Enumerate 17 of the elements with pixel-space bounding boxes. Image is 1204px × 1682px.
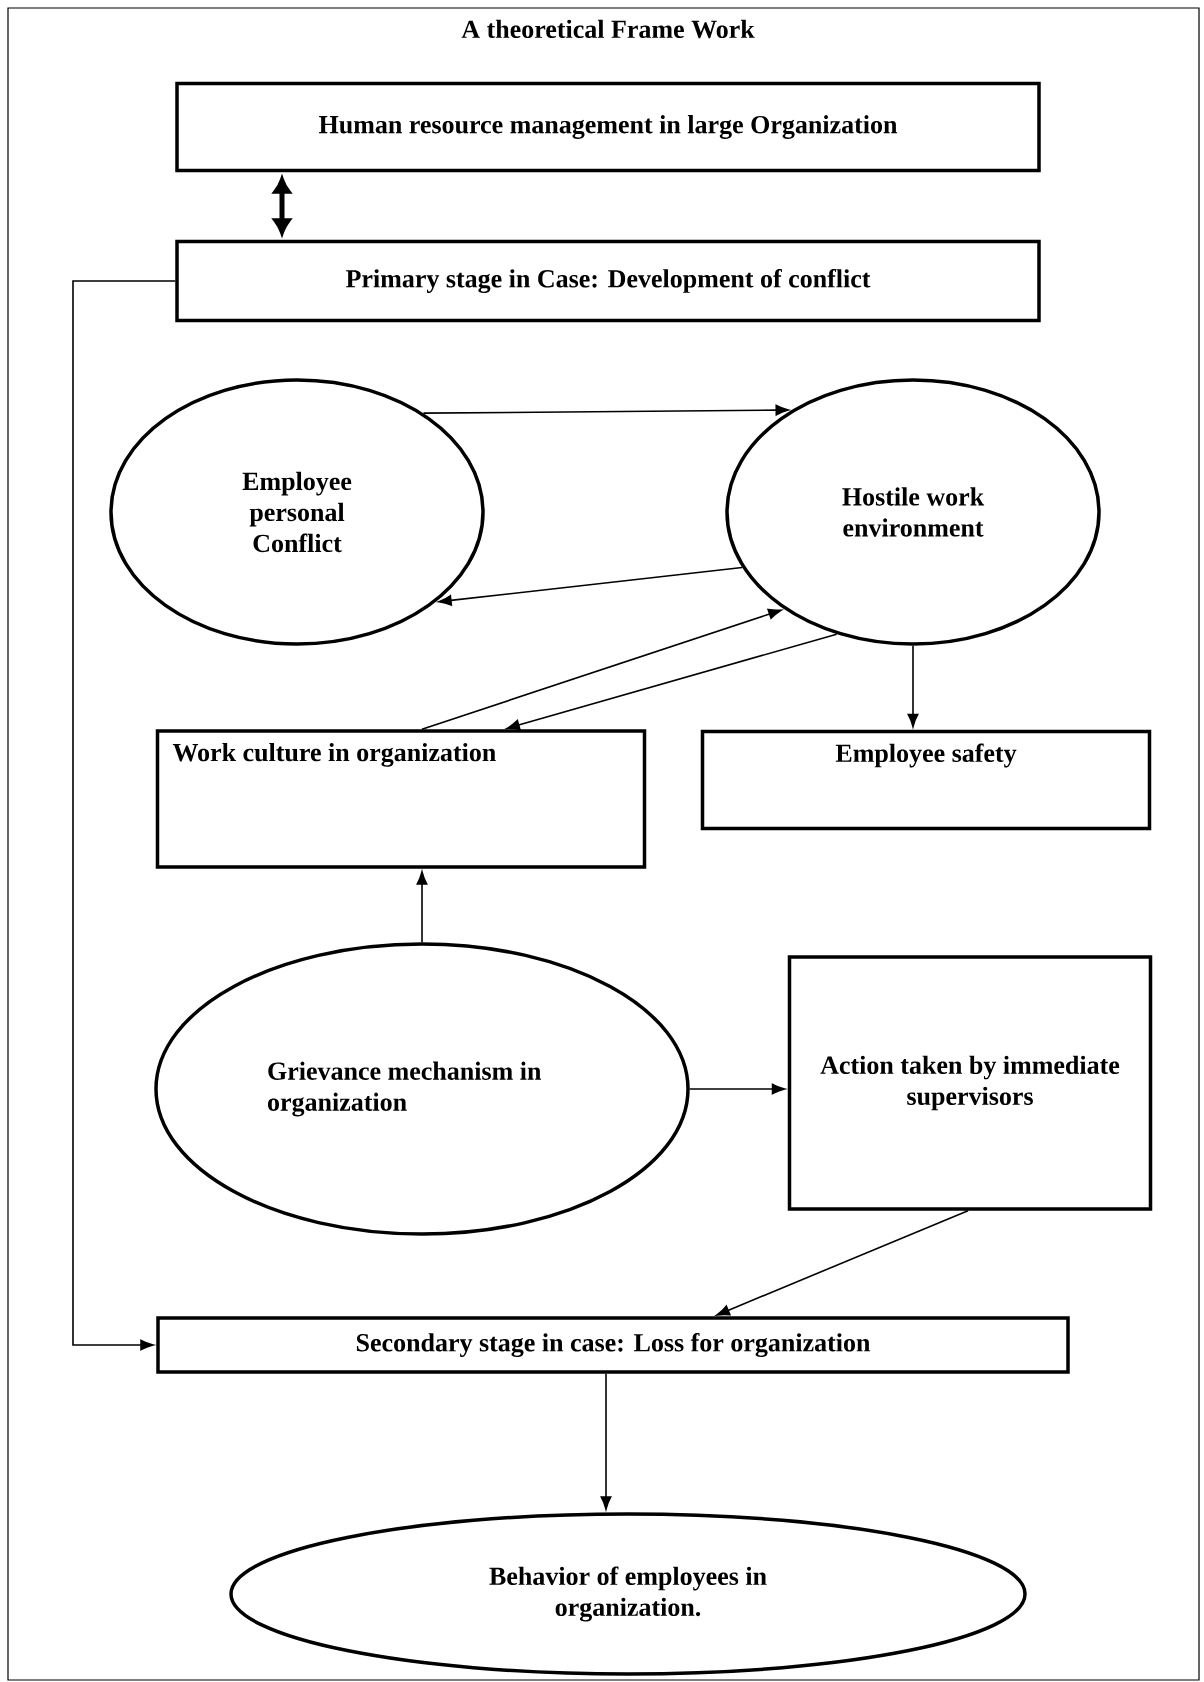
arrow xyxy=(716,1209,969,1316)
arrow xyxy=(416,871,428,944)
arrow xyxy=(907,644,919,728)
process-box: Human resource management in large Organization xyxy=(175,81,1041,173)
process-box: Action taken by immediate supervisors xyxy=(787,955,1153,1211)
process-box: Employee safety xyxy=(700,729,1152,831)
arrow xyxy=(438,566,743,606)
title: A theoretical Frame Work xyxy=(461,19,755,39)
process-box: Primary stage in Case: Development of conflict xyxy=(175,239,1041,323)
arrow xyxy=(422,404,789,416)
arrow xyxy=(600,1372,612,1510)
process-box: Work culture in organization xyxy=(155,729,647,869)
arrow xyxy=(72,280,177,1351)
arrow xyxy=(506,633,838,731)
arrow xyxy=(421,608,782,731)
process-box: Secondary stage in case: Loss for organization xyxy=(156,1316,1070,1374)
arrow xyxy=(688,1083,786,1095)
